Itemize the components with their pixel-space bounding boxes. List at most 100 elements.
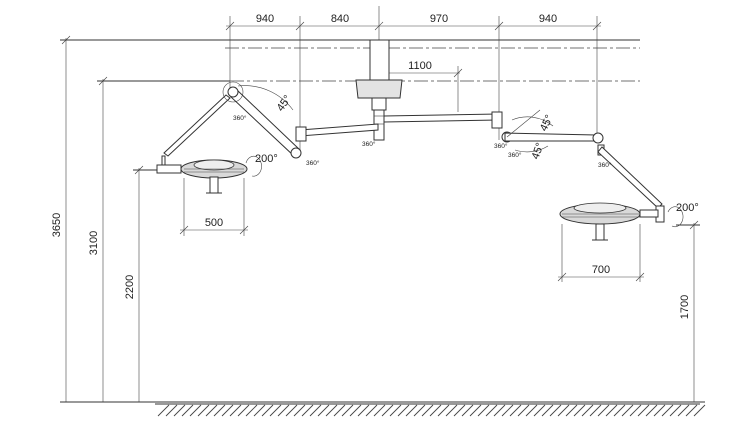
floor-hatch-stroke (637, 404, 650, 417)
floor-hatch-stroke (285, 404, 298, 417)
floor-hatch-stroke (541, 404, 554, 417)
label-45-right-lower: 45° (530, 141, 547, 161)
right-lamp-head (559, 202, 659, 241)
floor-hatch-stroke (653, 404, 666, 417)
floor-hatch-stroke (445, 404, 458, 417)
floor-hatch-stroke (365, 404, 378, 417)
floor-hatch-stroke (453, 404, 466, 417)
left-central-arm (295, 123, 379, 142)
floor-hatch-stroke (613, 404, 626, 417)
left-head-diameter-dimension (179, 178, 249, 236)
label-360-right-joint-a: 360° (494, 142, 508, 150)
floor-hatch-stroke (469, 404, 482, 417)
floor-hatch-stroke (205, 404, 218, 417)
floor-hatch-stroke (589, 404, 602, 417)
floor-hatch-stroke (501, 404, 514, 417)
floor-hatch-stroke (269, 404, 282, 417)
floor-hatch-stroke (325, 404, 338, 417)
floor-hatch-stroke (261, 404, 274, 417)
floor-hatch-stroke (493, 404, 506, 417)
label-45-left: 45° (275, 93, 294, 114)
dim-970: 970 (430, 13, 448, 25)
floor-hatch-stroke (389, 404, 402, 417)
floor-hatch-stroke (565, 404, 578, 417)
dim-1100: 1100 (408, 60, 432, 72)
floor-hatch-stroke (429, 404, 442, 417)
floor-hatch-stroke (421, 404, 434, 417)
floor-hatch-stroke (597, 404, 610, 417)
floor-hatch-stroke (669, 404, 682, 417)
floor-hatch-stroke (477, 404, 490, 417)
floor-hatch-stroke (645, 404, 658, 417)
left-spring-arm (156, 81, 302, 174)
floor-hatch-stroke (677, 404, 690, 417)
label-360-right-joint-b: 360° (508, 151, 522, 159)
floor-hatch-stroke (221, 404, 234, 417)
floor-hatch-stroke (341, 404, 354, 417)
floor-hatch-stroke (517, 404, 530, 417)
floor-hatch-stroke (301, 404, 314, 417)
floor-hatch-stroke (437, 404, 450, 417)
floor-hatch-stroke (317, 404, 330, 417)
floor-hatch-stroke (581, 404, 594, 417)
floor-hatch-stroke (197, 404, 210, 417)
floor-hatch-stroke (549, 404, 562, 417)
floor-hatch-stroke (661, 404, 674, 417)
label-200-left: 200° (255, 153, 278, 165)
floor-hatching (157, 404, 706, 417)
floor-hatch-stroke (485, 404, 498, 417)
floor-hatch-stroke (525, 404, 538, 417)
floor-hatch-stroke (605, 404, 618, 417)
floor-hatch-stroke (189, 404, 202, 417)
floor-hatch-stroke (685, 404, 698, 417)
floor-hatch-stroke (237, 404, 250, 417)
dim-1700: 1700 (679, 295, 691, 319)
floor-hatch-stroke (277, 404, 290, 417)
floor-hatch-stroke (253, 404, 266, 417)
floor-hatch-stroke (333, 404, 346, 417)
floor-hatch-stroke (293, 404, 306, 417)
arm-extension-dimension (378, 68, 463, 78)
label-200-right: 200° (676, 202, 699, 214)
label-360-right-arm: 360° (598, 161, 612, 169)
right-head-diameter-dimension (557, 224, 645, 282)
floor-hatch-stroke (309, 404, 322, 417)
ceiling-mount (355, 39, 403, 141)
floor-hatch-stroke (629, 404, 642, 417)
floor-hatch-stroke (397, 404, 410, 417)
floor-hatch-stroke (381, 404, 394, 417)
top-dimension-line (225, 21, 602, 31)
right-central-arm (383, 111, 503, 129)
label-360-center: 360° (362, 140, 376, 148)
floor-hatch-stroke (461, 404, 474, 417)
dim-700: 700 (592, 264, 610, 276)
floor-hatch-stroke (165, 404, 178, 417)
dim-3650: 3650 (51, 213, 63, 237)
floor-hatch-stroke (357, 404, 370, 417)
vertical-dimensions (61, 35, 699, 402)
label-360-left-arm: 360° (233, 114, 247, 122)
floor-hatch-stroke (213, 404, 226, 417)
label-45-right-upper: 45° (538, 113, 556, 133)
floor-hatch-stroke (349, 404, 362, 417)
floor-hatch-stroke (573, 404, 586, 417)
floor-hatch-stroke (157, 404, 170, 417)
dim-940-right: 940 (539, 13, 557, 25)
floor-hatch-stroke (181, 404, 194, 417)
right-spring-arm (501, 109, 665, 223)
floor-hatch-stroke (509, 404, 522, 417)
dim-3100: 3100 (88, 231, 100, 255)
floor-hatch-stroke (533, 404, 546, 417)
dim-2200: 2200 (124, 275, 136, 299)
floor-hatch-stroke (405, 404, 418, 417)
floor-hatch-stroke (557, 404, 570, 417)
floor-hatch-stroke (229, 404, 242, 417)
dim-940-left: 940 (256, 13, 274, 25)
floor-hatch-stroke (173, 404, 186, 417)
reference-lines (60, 39, 700, 226)
floor-hatch-stroke (621, 404, 634, 417)
floor-hatch-stroke (373, 404, 386, 417)
left-lamp-head (180, 159, 248, 194)
floor-hatch-stroke (413, 404, 426, 417)
